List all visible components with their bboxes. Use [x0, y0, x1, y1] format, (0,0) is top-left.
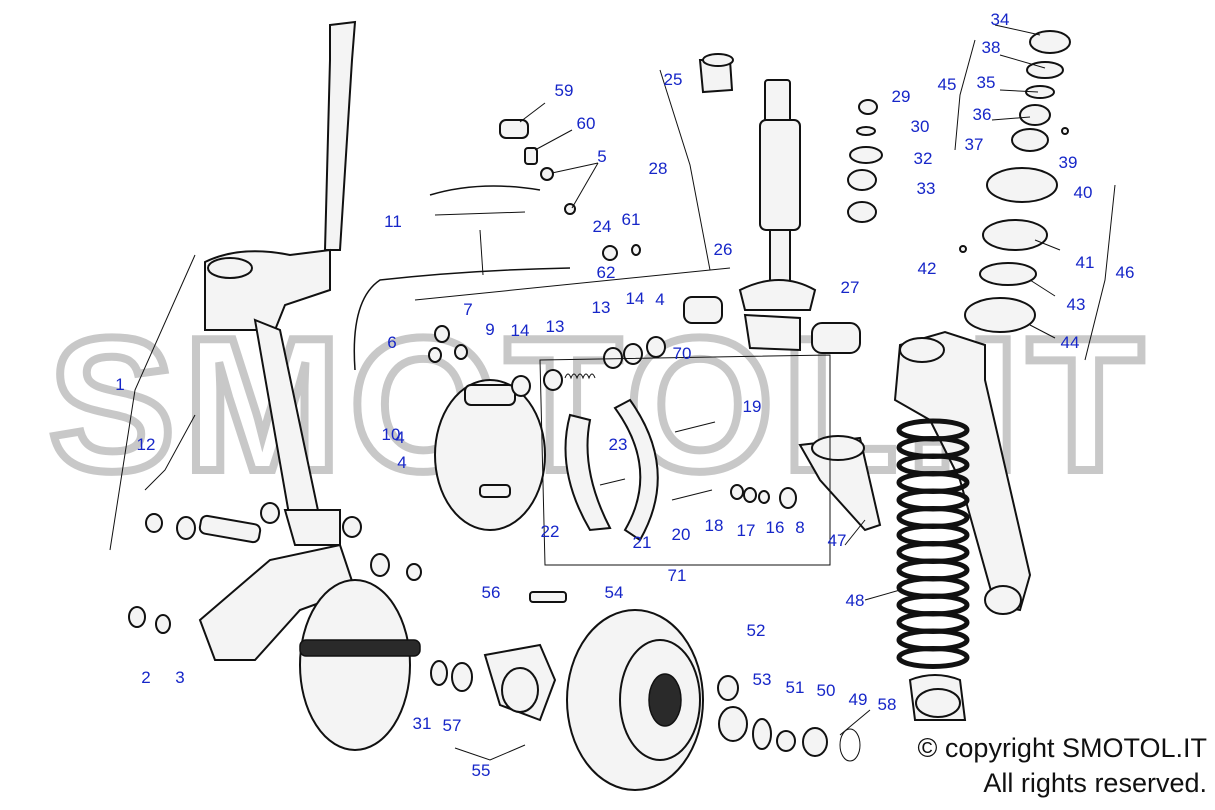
- callout-53: 53: [753, 670, 772, 689]
- shock-absorber-drawing: [683, 53, 861, 354]
- rights-line: All rights reserved.: [983, 768, 1207, 798]
- callout-10: 10: [382, 425, 401, 444]
- brake-shoes-drawing: [564, 398, 797, 542]
- callout-27: 27: [841, 278, 860, 297]
- callout-23: 23: [609, 435, 628, 454]
- callout-51: 51: [786, 678, 805, 697]
- callout-41: 41: [1076, 253, 1095, 272]
- callout-70: 70: [673, 344, 692, 363]
- callout-33: 33: [917, 179, 936, 198]
- callout-60: 60: [577, 114, 596, 133]
- callout-37: 37: [965, 135, 984, 154]
- coil-spring-drawing: [896, 418, 970, 669]
- callout-7: 7: [463, 300, 472, 319]
- callout-39: 39: [1059, 153, 1078, 172]
- callout-29: 29: [892, 87, 911, 106]
- callout-21: 21: [633, 533, 652, 552]
- copyright-line: © copyright SMOTOL.IT: [917, 733, 1207, 763]
- callout-44: 44: [1061, 333, 1080, 352]
- callout-55: 55: [472, 761, 491, 780]
- callout-58: 58: [878, 695, 897, 714]
- lower-arm-drawing: [128, 502, 422, 661]
- callout-4: 4: [655, 290, 664, 309]
- callout-48: 48: [846, 591, 865, 610]
- callout-61: 61: [622, 210, 641, 229]
- callout-5: 5: [597, 147, 606, 166]
- callout-14: 14: [511, 321, 530, 340]
- callout-43: 43: [1067, 295, 1086, 314]
- callout-50: 50: [817, 681, 836, 700]
- callout-56: 56: [482, 583, 501, 602]
- callout-11: 11: [384, 212, 402, 231]
- callout-45: 45: [938, 75, 957, 94]
- callout-18: 18: [705, 516, 724, 535]
- callout-57: 57: [443, 716, 462, 735]
- callout-31: 31: [413, 714, 432, 733]
- group-brackets: [109, 39, 1116, 761]
- callout-59: 59: [555, 81, 574, 100]
- callout-46: 46: [1116, 263, 1135, 282]
- callout-42: 42: [918, 259, 937, 278]
- callout-13: 13: [592, 298, 611, 317]
- lower-backing-plate-drawing: [299, 579, 557, 751]
- callout-35: 35: [977, 73, 996, 92]
- steering-knuckle-drawing: [204, 20, 357, 546]
- callout-62: 62: [597, 263, 616, 282]
- callout-14: 14: [626, 289, 645, 308]
- callout-47: 47: [828, 531, 847, 550]
- callout-49: 49: [849, 690, 868, 709]
- callout-54: 54: [605, 583, 624, 602]
- callout-1: 1: [115, 375, 124, 394]
- callout-19: 19: [743, 397, 762, 416]
- callout-32: 32: [914, 149, 933, 168]
- callout-16: 16: [766, 518, 785, 537]
- callout-24: 24: [593, 217, 612, 236]
- callout-17: 17: [737, 521, 756, 540]
- callout-12: 12: [137, 435, 156, 454]
- callout-71: 71: [668, 566, 687, 585]
- brake-drum-drawing: [529, 591, 861, 791]
- callout-36: 36: [973, 105, 992, 124]
- callout-9: 9: [485, 320, 494, 339]
- brake-hoses-drawing: [353, 119, 641, 371]
- callout-38: 38: [982, 38, 1001, 57]
- callout-20: 20: [672, 525, 691, 544]
- callout-30: 30: [911, 117, 930, 136]
- callout-6: 6: [387, 333, 396, 352]
- callout-4: 4: [395, 428, 404, 447]
- callout-4: 4: [397, 453, 406, 472]
- callout-2: 2: [141, 668, 150, 687]
- callout-13: 13: [546, 317, 565, 336]
- callout-26: 26: [714, 240, 733, 259]
- callout-52: 52: [747, 621, 766, 640]
- mount-hardware-drawing: [847, 30, 1071, 333]
- callout-8: 8: [795, 518, 804, 537]
- callout-28: 28: [649, 159, 668, 178]
- callout-3: 3: [175, 668, 184, 687]
- upper-backing-plate-drawing: [428, 325, 666, 531]
- callout-22: 22: [541, 522, 560, 541]
- callout-34: 34: [991, 10, 1010, 29]
- callout-25: 25: [664, 70, 683, 89]
- spring-cup-drawing: [798, 435, 967, 721]
- leader-lines: [519, 24, 1061, 736]
- callout-40: 40: [1074, 183, 1093, 202]
